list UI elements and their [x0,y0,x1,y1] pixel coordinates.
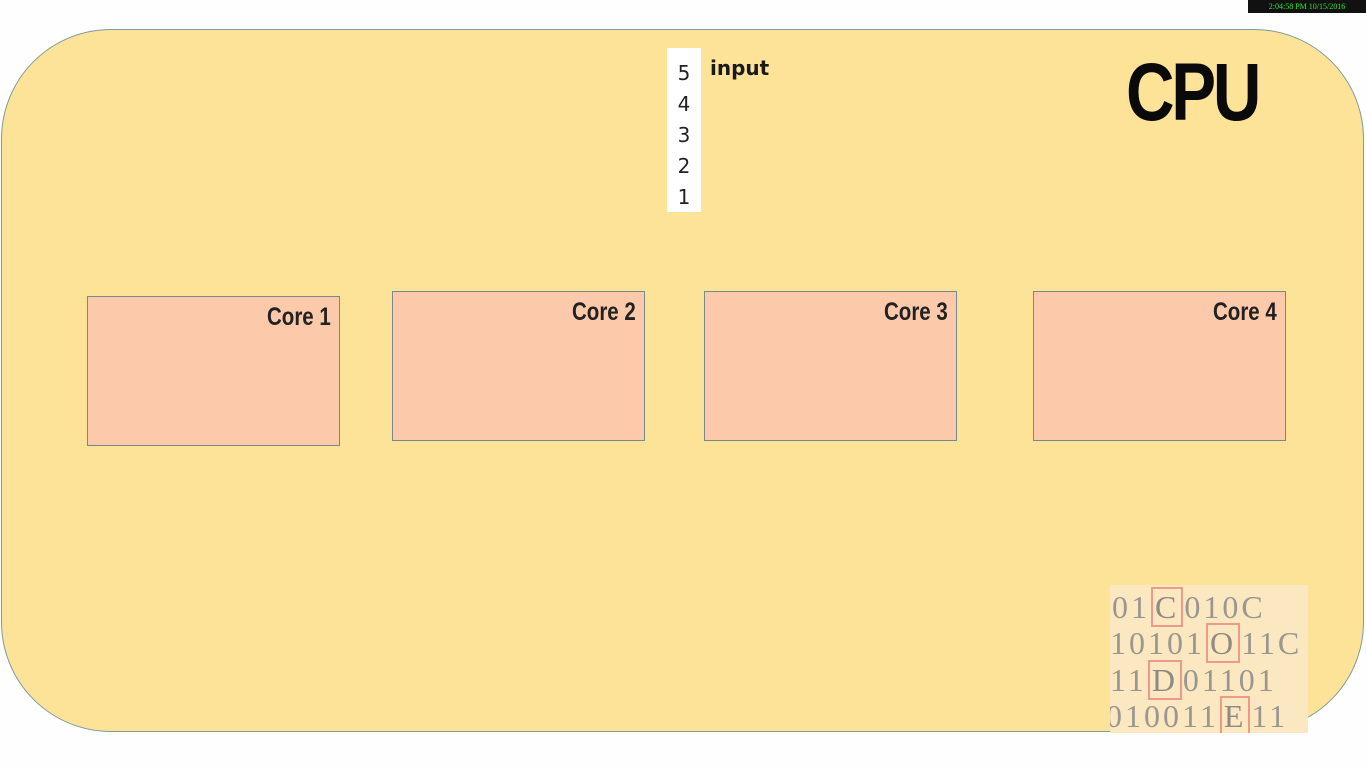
logo-digits: 10101 [1110,625,1205,661]
core-2-box: Core 2 [392,291,645,441]
logo-digits: 11 [1110,662,1147,698]
logo-digits: 01101 [1182,662,1277,698]
core-1-box: Core 1 [87,296,340,446]
input-label: input [710,56,770,80]
logo-digits: 11 [1251,698,1289,733]
input-stack: 5 4 3 2 1 [667,48,701,212]
stack-item: 2 [677,154,691,178]
logo-letter-e: E [1219,696,1251,733]
core-3-label: Core 3 [884,298,948,326]
logo-digits: 01 [1112,589,1150,625]
stack-item: 5 [677,61,691,85]
logo-letter-o: O [1206,623,1241,663]
core-4-box: Core 4 [1033,291,1286,441]
logo-digits: 11C [1241,625,1303,661]
core-3-box: Core 3 [704,291,957,441]
stack-item: 4 [677,92,691,116]
timestamp-overlay: 2:04:58 PM 10/15/2016 [1248,0,1366,13]
cpu-label: CPU [1126,47,1261,138]
core-4-label: Core 4 [1213,298,1277,326]
logo-digits: 010011 [1110,698,1219,733]
stack-item: 1 [677,185,691,209]
core-2-label: Core 2 [572,298,636,326]
logo-letter-c: C [1151,587,1184,627]
logo-letter-d: D [1147,660,1182,700]
stack-item: 3 [677,123,691,147]
logo-digits: 010C [1184,589,1266,625]
core-1-label: Core 1 [267,303,331,331]
